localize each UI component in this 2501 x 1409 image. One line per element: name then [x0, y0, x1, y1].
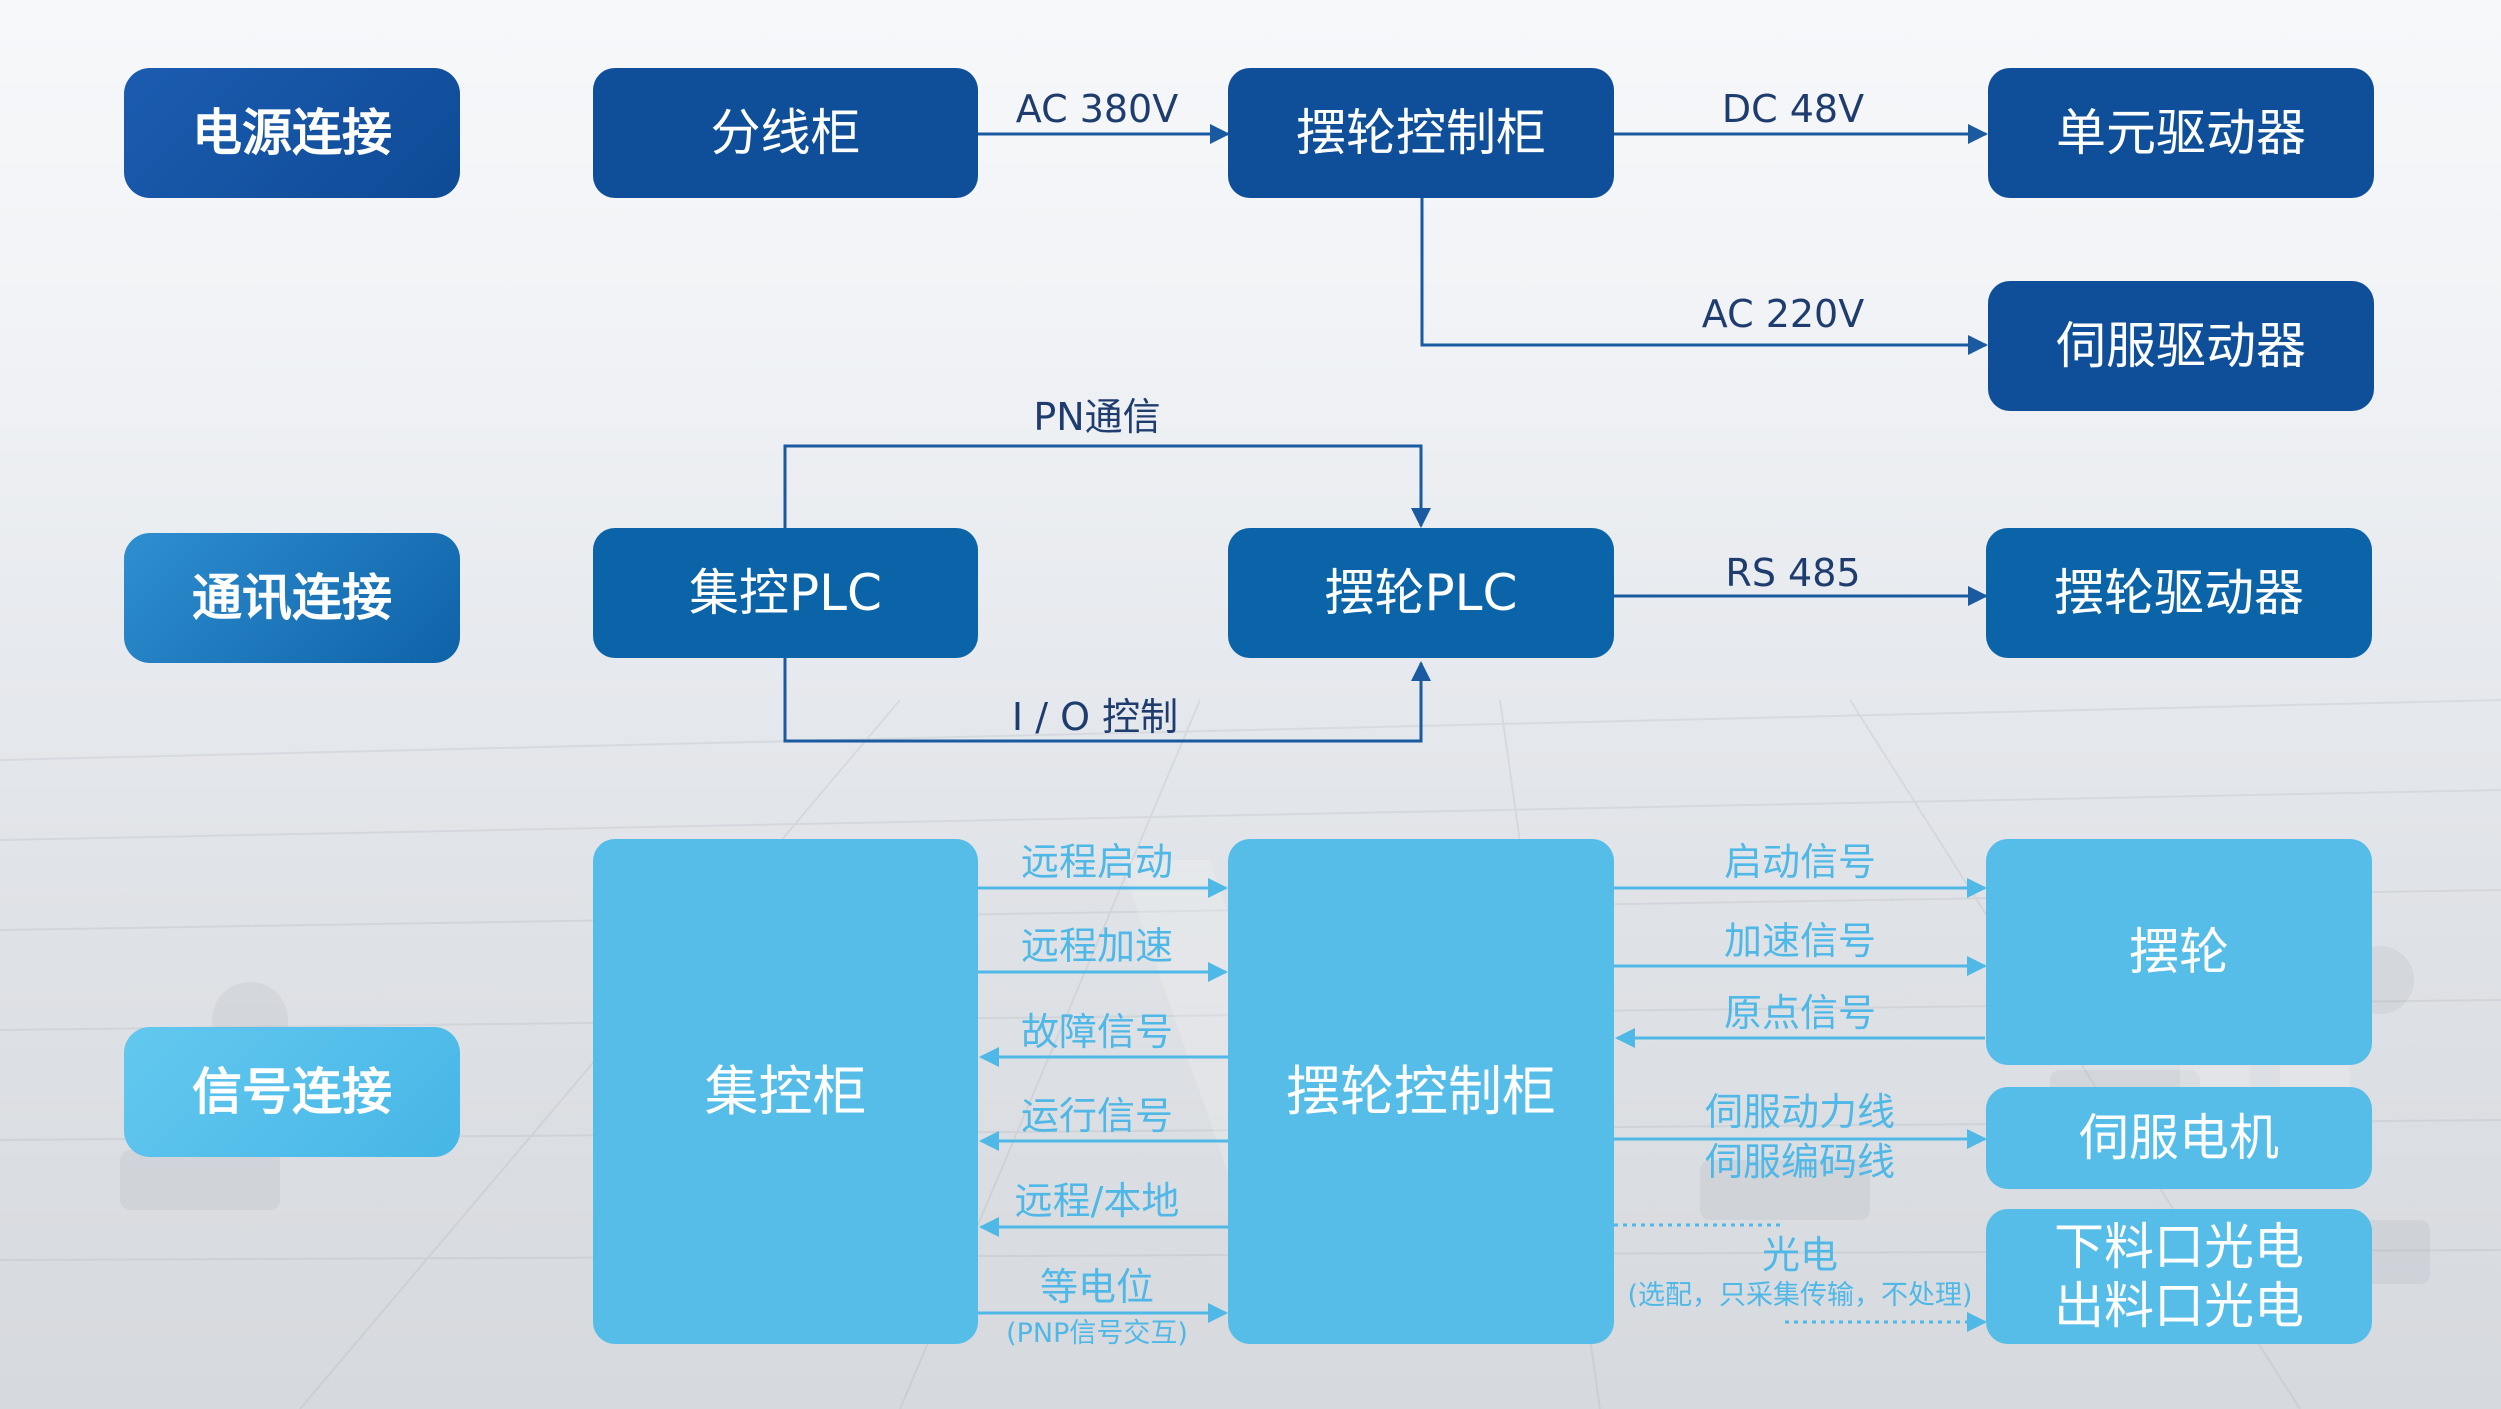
label-ac220: AC 220V [1701, 292, 1865, 336]
category-communication: 通讯连接 [124, 533, 460, 663]
category-signal-label: 信号连接 [192, 1062, 392, 1121]
label-remote-local: 远程/本地 [1014, 1179, 1180, 1223]
category-signal: 信号连接 [124, 1027, 460, 1157]
label-dc48: DC 48V [1721, 87, 1865, 131]
node-photo-sensors-label: 下料口光电 出料口光电 [2054, 1217, 2304, 1335]
label-pn-comm: PN通信 [1033, 395, 1161, 439]
node-distribution-cabinet-label: 分线柜 [710, 103, 861, 162]
label-remote-start: 远程启动 [1020, 840, 1174, 884]
node-distribution-cabinet: 分线柜 [593, 68, 978, 198]
label-photo-note: (选配，只采集传输，不处理) [1627, 1280, 1973, 1311]
node-servo-driver: 伺服驱动器 [1988, 281, 2374, 411]
node-servo-motor-label: 伺服电机 [2079, 1108, 2279, 1167]
label-start-signal: 启动信号 [1723, 840, 1877, 884]
node-central-cabinet-label: 集控柜 [704, 1059, 867, 1123]
label-origin-signal: 原点信号 [1723, 991, 1877, 1035]
label-fault-signal: 故障信号 [1020, 1010, 1174, 1054]
node-swing-driver: 摆轮驱动器 [1986, 528, 2372, 658]
label-servo-encoder-line: 伺服编码线 [1704, 1140, 1896, 1184]
label-photo: 光电 [1761, 1233, 1839, 1277]
node-swing-driver-label: 摆轮驱动器 [2054, 563, 2304, 622]
node-servo-motor: 伺服电机 [1986, 1087, 2372, 1189]
node-swing-control-cabinet-power: 摆轮控制柜 [1228, 68, 1614, 198]
node-unit-driver-label: 单元驱动器 [2056, 103, 2306, 162]
node-unit-driver: 单元驱动器 [1988, 68, 2374, 198]
label-io-control: I / O 控制 [1011, 695, 1179, 739]
node-swing-wheel-label: 摆轮 [2129, 922, 2229, 981]
label-equipotential-note: (PNP信号交互) [1006, 1318, 1188, 1349]
node-servo-driver-label: 伺服驱动器 [2056, 316, 2306, 375]
node-swing-wheel: 摆轮 [1986, 839, 2372, 1065]
category-communication-label: 通讯连接 [192, 568, 392, 627]
node-swing-plc-label: 摆轮PLC [1324, 563, 1518, 622]
label-remote-accel: 远程加速 [1020, 924, 1174, 968]
node-photo-sensors: 下料口光电 出料口光电 [1986, 1209, 2372, 1344]
label-rs485: RS 485 [1725, 551, 1861, 595]
label-run-signal: 运行信号 [1020, 1094, 1174, 1138]
label-ac380: AC 380V [1015, 87, 1179, 131]
label-accel-signal: 加速信号 [1723, 919, 1877, 963]
edge-ac220 [1420, 198, 1988, 355]
label-equipotential: 等电位 [1039, 1265, 1155, 1309]
node-swing-control-cabinet-signal: 摆轮控制柜 [1228, 839, 1614, 1344]
category-power-label: 电源连接 [192, 103, 392, 162]
edge-pn [783, 444, 1431, 528]
node-swing-plc: 摆轮PLC [1228, 528, 1614, 658]
category-power: 电源连接 [124, 68, 460, 198]
label-servo-power-line: 伺服动力线 [1704, 1090, 1896, 1134]
node-swing-control-cabinet-power-label: 摆轮控制柜 [1296, 103, 1546, 162]
node-swing-control-cabinet-signal-label: 摆轮控制柜 [1286, 1059, 1556, 1123]
node-central-cabinet: 集控柜 [593, 839, 978, 1344]
node-central-plc-label: 集控PLC [689, 563, 882, 622]
node-central-plc: 集控PLC [593, 528, 978, 658]
edge-io [783, 658, 1431, 743]
